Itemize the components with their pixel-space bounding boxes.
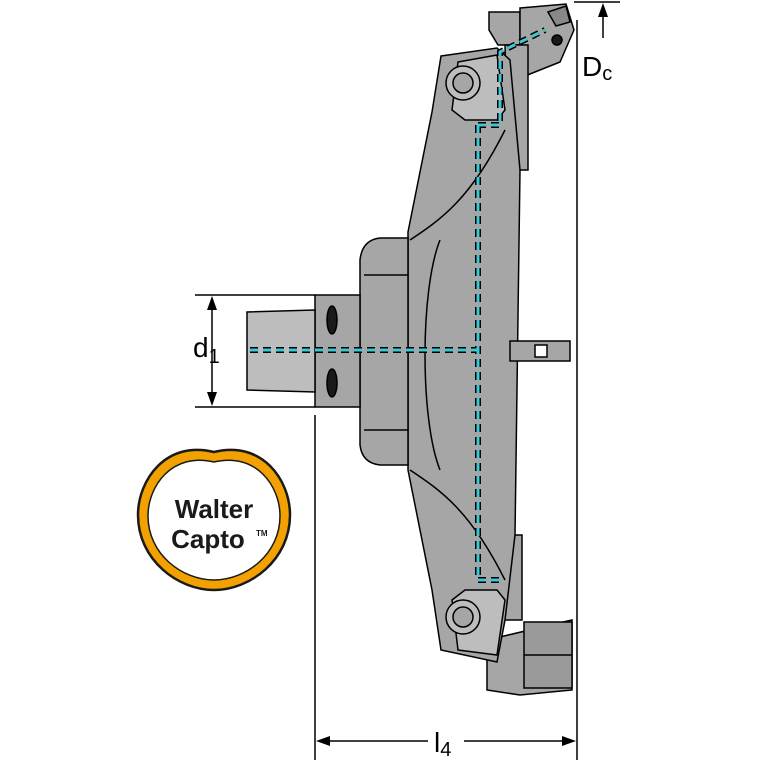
cutter-body	[407, 47, 521, 663]
walter-capto-logo: Walter Capto TM	[136, 448, 292, 592]
d1-label-main: d	[193, 332, 209, 363]
d1-label-sub: 1	[209, 346, 220, 368]
coolant-channels	[250, 27, 547, 583]
dimension-arrowheads	[207, 3, 608, 746]
dc-label-sub: c	[602, 63, 612, 85]
logo-line2: Capto	[171, 524, 245, 554]
l4-label: l4	[434, 727, 451, 761]
dc-label-main: D	[582, 51, 602, 82]
dc-label: Dc	[582, 51, 612, 85]
logo-trademark: TM	[256, 529, 268, 538]
dimension-lines	[195, 1, 620, 760]
logo-line1: Walter	[175, 494, 254, 524]
l4-label-main: l	[434, 727, 440, 758]
clamping-screw	[509, 340, 571, 362]
l4-label-sub: 4	[440, 739, 451, 761]
d1-label: d1	[193, 332, 220, 368]
